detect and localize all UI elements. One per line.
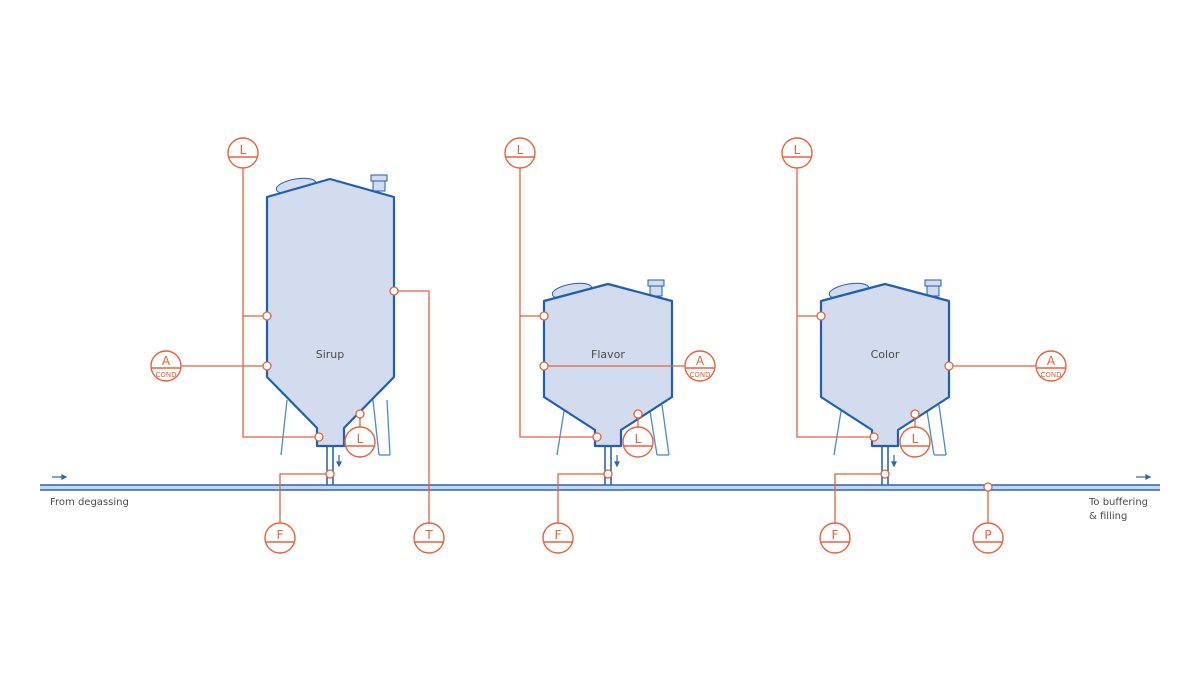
level-switch-flavor-bottom[interactable]: L: [622, 426, 654, 458]
svg-text:L: L: [912, 432, 919, 446]
svg-text:T: T: [424, 528, 433, 542]
svg-text:F: F: [555, 528, 562, 542]
outlet-arrow-icon: [1136, 474, 1152, 480]
flow-meter-flavor[interactable]: F: [542, 522, 574, 554]
tank-color: Color: [796, 168, 1036, 523]
tank-label: Flavor: [591, 348, 625, 361]
level-switch-sirup-bottom[interactable]: L: [344, 426, 376, 458]
svg-text:COND: COND: [689, 371, 710, 379]
svg-text:COND: COND: [155, 371, 176, 379]
temperature-sensor-sirup[interactable]: T: [413, 522, 445, 554]
svg-text:L: L: [240, 143, 247, 157]
svg-text:A: A: [696, 354, 705, 368]
svg-text:F: F: [277, 528, 284, 542]
flow-meter-color[interactable]: F: [819, 522, 851, 554]
inlet-label: From degassing: [50, 497, 129, 508]
flow-arrow-icon: [891, 455, 897, 468]
svg-text:L: L: [794, 143, 801, 157]
svg-text:P: P: [984, 528, 991, 542]
level-transmitter-flavor-top[interactable]: L: [504, 137, 536, 169]
flow-meter-sirup[interactable]: F: [264, 522, 296, 554]
level-switch-color-bottom[interactable]: L: [899, 426, 931, 458]
analyzer-conductivity-flavor[interactable]: A COND: [684, 350, 716, 382]
outlet-label-line2: & filling: [1089, 511, 1127, 522]
svg-text:COND: COND: [1040, 371, 1061, 379]
svg-text:A: A: [162, 354, 171, 368]
flow-arrow-icon: [336, 455, 342, 468]
tank-flavor: Flavor: [519, 168, 685, 523]
pressure-transmitter-line[interactable]: P: [972, 522, 1004, 554]
tank-sirup: Sirup: [181, 168, 430, 525]
main-pipeline: [40, 484, 1160, 491]
flow-arrow-icon: [614, 455, 620, 468]
level-transmitter-color-top[interactable]: L: [781, 137, 813, 169]
svg-text:L: L: [517, 143, 524, 157]
svg-text:L: L: [635, 432, 642, 446]
tank-label: Sirup: [316, 348, 345, 361]
inlet-arrow-icon: [52, 474, 68, 480]
level-transmitter-sirup-top[interactable]: L: [227, 137, 259, 169]
svg-text:L: L: [357, 432, 364, 446]
analyzer-conductivity-color[interactable]: A COND: [1035, 350, 1067, 382]
analyzer-conductivity-sirup[interactable]: A COND: [150, 350, 182, 382]
outlet-label-line1: To buffering: [1088, 497, 1148, 508]
svg-text:A: A: [1047, 354, 1056, 368]
vent-icon: [647, 279, 665, 287]
svg-text:F: F: [832, 528, 839, 542]
tank-label: Color: [871, 348, 900, 361]
vent-icon: [370, 174, 388, 182]
vent-icon: [924, 279, 942, 287]
